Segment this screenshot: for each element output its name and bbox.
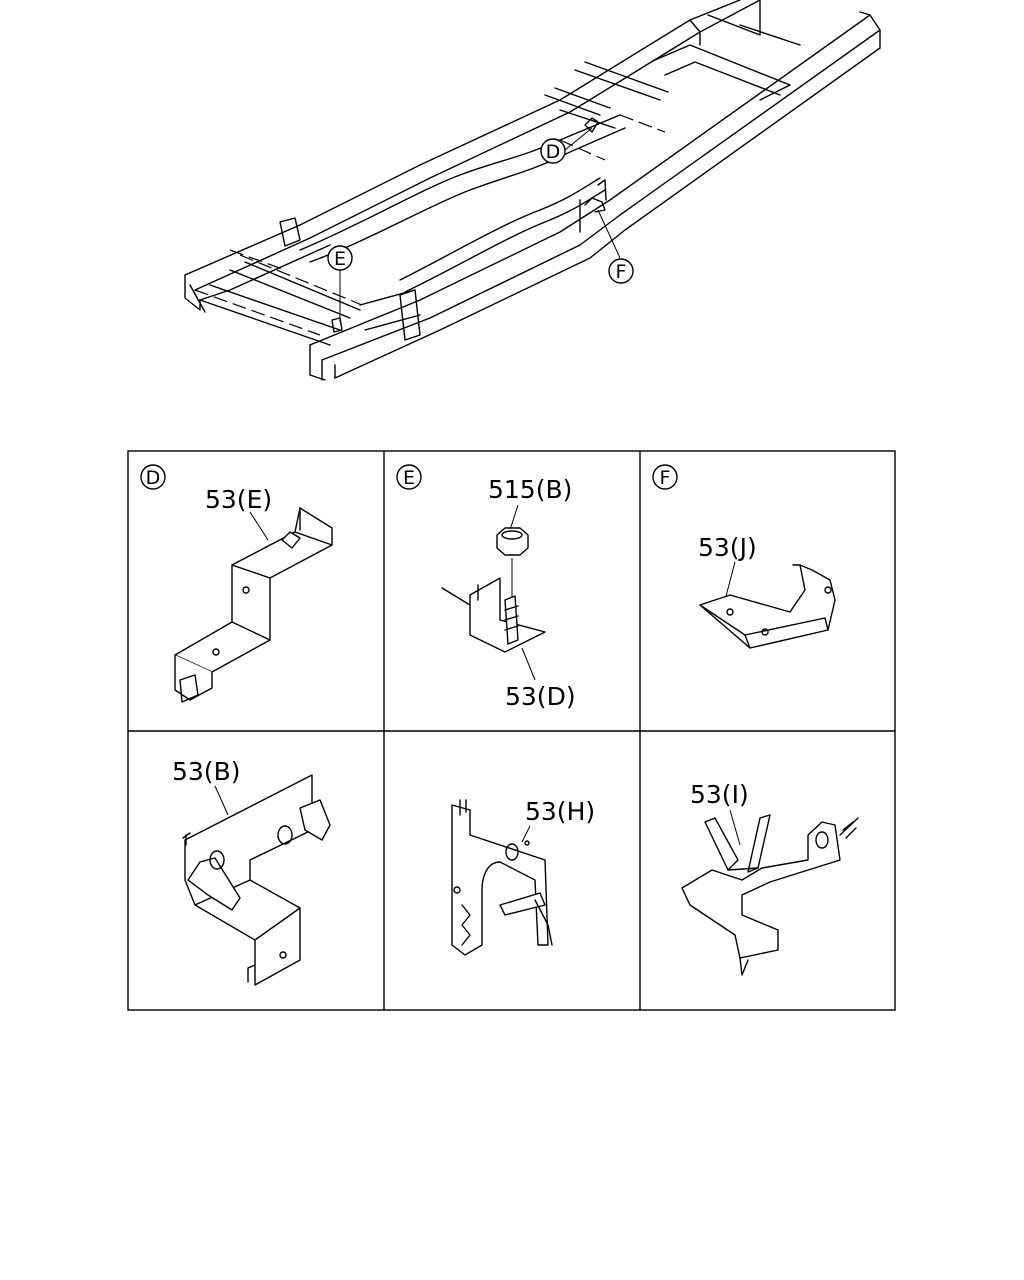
part-label-53b: 53(B): [172, 757, 240, 786]
part-label-53e: 53(E): [205, 485, 272, 514]
panel-e: E 515(B) 53(D): [396, 464, 576, 711]
bracket-53j: [699, 564, 836, 649]
part-label-53i: 53(I): [690, 780, 749, 809]
bracket-53h: [451, 799, 553, 956]
bracket-53d: [441, 577, 546, 653]
svg-text:D: D: [146, 467, 161, 489]
leader-53e: [249, 511, 269, 541]
svg-text:E: E: [403, 467, 415, 489]
part-label-515b: 515(B): [488, 475, 572, 504]
leader-53j: [724, 561, 736, 601]
leader-53i: [729, 809, 741, 846]
leader-53h: [521, 825, 531, 843]
svg-text:E: E: [334, 248, 346, 270]
panel-f: F 53(J): [652, 464, 836, 649]
nut-515b: [496, 527, 529, 556]
panel-d-letter: D: [140, 464, 166, 490]
panel-e-letter: E: [396, 464, 422, 490]
detail-grid: [127, 450, 896, 1011]
callout-leader-d: [564, 127, 593, 151]
leader-53b: [214, 785, 229, 816]
bracket-53i: [681, 814, 859, 976]
callout-e[interactable]: E: [327, 245, 353, 271]
panel-i: 53(I): [681, 780, 859, 976]
svg-text:D: D: [546, 141, 561, 163]
panel-b: 53(B): [172, 757, 331, 986]
callout-f[interactable]: F: [608, 258, 634, 284]
part-label-53d: 53(D): [505, 682, 576, 711]
panel-h: 53(H): [451, 797, 595, 956]
panel-f-letter: F: [652, 464, 678, 490]
svg-text:F: F: [660, 467, 671, 489]
part-label-53j: 53(J): [698, 533, 757, 562]
callout-d[interactable]: D: [540, 138, 566, 164]
chassis-frame-illustration: [184, 0, 881, 381]
bracket-53b: [182, 774, 331, 986]
panel-d: D 53(E): [140, 464, 333, 703]
leader-515b: [509, 504, 519, 531]
leader-53d: [521, 647, 536, 681]
part-label-53h: 53(H): [525, 797, 595, 826]
callout-leader-f: [597, 209, 621, 259]
bracket-53e: [174, 507, 333, 703]
svg-text:F: F: [616, 261, 627, 283]
